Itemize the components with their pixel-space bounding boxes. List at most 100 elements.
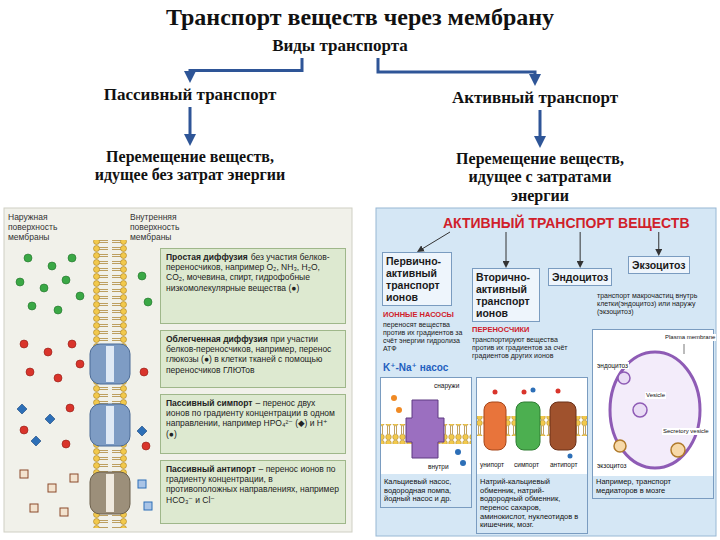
pump-picture [406, 400, 444, 458]
type-box: Первично-активный транспорт ионов [382, 252, 452, 306]
carrier-picture [531, 388, 536, 393]
carrier-picture [550, 402, 576, 450]
symport-ions [66, 404, 74, 412]
green-molecule [48, 262, 56, 270]
green-molecule [144, 298, 152, 306]
node-text: Перемещение веществ, идущее без затрат э… [92, 148, 288, 185]
node-text: Пассивный антипорт [166, 464, 256, 474]
annotation-label: экзоцитоз [596, 462, 628, 469]
antiport-ions [48, 484, 56, 492]
arrow-connector [190, 58, 302, 77]
pump-picture [381, 378, 471, 474]
pump-picture [455, 449, 461, 455]
pump-picture [391, 395, 397, 401]
annotation-label: снаружи [433, 382, 460, 389]
glucose-molecule [20, 340, 148, 382]
annotation-label: переносят вещества против их градиентов … [383, 321, 469, 353]
green-molecule [62, 276, 70, 284]
annotation-label: внутри [427, 463, 450, 470]
node-text: Виды транспорта [247, 36, 433, 56]
process-box: Простая диффузиябез участия белков-перен… [160, 248, 346, 324]
carrier-picture [516, 402, 540, 450]
annotation-label: антипорт [549, 461, 578, 468]
annotation-label: транспортируют вещества против их градие… [472, 336, 572, 360]
passive-panel [4, 208, 352, 532]
description-text: Перемещение веществ, идущее с затратами … [440, 148, 640, 207]
type-box: Экзоцитоз [628, 256, 690, 274]
category-heading: Активный транспорт [410, 86, 660, 110]
process-box: Пассивный симпорт– перенос двух ионов по… [160, 394, 346, 454]
type-box: Эндоцитоз [548, 268, 612, 286]
glucose-molecule [76, 360, 84, 368]
node-text: Пассивный симпорт [166, 398, 253, 408]
arrow-connector [658, 232, 659, 253]
carrier-protein [90, 344, 130, 514]
carrier-picture [556, 389, 561, 394]
carrier-protein [106, 346, 114, 382]
node-text: Эндоцитоз [552, 271, 608, 283]
symport-ions [17, 404, 147, 446]
category-heading: Пассивный транспорт [65, 83, 315, 107]
green-molecule [16, 254, 152, 314]
leader-line [684, 344, 685, 354]
glucose-molecule [44, 348, 52, 356]
type-box: Вторично-активный транспорт ионов [472, 268, 540, 322]
pump-picture [396, 407, 402, 413]
carrier-picture [568, 454, 573, 459]
active-panel [376, 208, 716, 536]
process-box: Облегченная диффузияпри участии белков-п… [160, 330, 346, 388]
carrier-picture [477, 378, 587, 474]
antiport-ions [144, 502, 152, 510]
annotation-label: транспорт макрочастиц внутрь клетки(эндо… [597, 292, 715, 316]
antiport-ions [138, 480, 146, 488]
annotation-label: Vesicle [645, 392, 666, 399]
green-molecule [24, 254, 32, 262]
arrow-connector [506, 232, 507, 265]
node-text: Например, транспорт медиаторов в мозге [596, 478, 710, 495]
antiport-ions [30, 504, 38, 512]
arrow-connector [539, 110, 542, 142]
green-molecule [76, 292, 84, 300]
active-panel [376, 208, 716, 536]
node-text: Перемещение веществ, идущее с затратами … [442, 150, 638, 205]
annotation-label: унипорт [479, 461, 505, 468]
antiport-ions [20, 470, 28, 478]
annotation-label: симпорт [513, 461, 540, 468]
carrier-picture [484, 402, 506, 450]
node-text: Активный транспорт [412, 88, 658, 108]
annotation-label: эндоцитоз [596, 362, 629, 369]
carrier-protein [106, 474, 114, 512]
node-text: АКТИВНЫЙ ТРАНСПОРТ ВЕЩЕСТВ [443, 215, 690, 231]
example-box: Натрий-кальциевый обменник, натрий-водор… [476, 377, 588, 534]
node-text: Первично-активный транспорт ионов [386, 255, 448, 303]
green-molecule [28, 302, 36, 310]
glucose-molecule [20, 340, 28, 348]
cell-picture [633, 403, 647, 417]
green-molecule [68, 254, 76, 262]
carrier-picture [477, 378, 587, 474]
carrier-protein [90, 344, 130, 384]
arrow-connector [580, 232, 581, 265]
annotation-label: K⁺-Na⁺ насос [383, 362, 448, 374]
carrier-picture [493, 390, 498, 395]
node-text: Облегченная диффузия [166, 334, 268, 344]
symport-ions [17, 404, 150, 450]
node-text: Экзоцитоз [632, 259, 686, 271]
carrier-picture [522, 390, 527, 395]
pump-picture [460, 460, 466, 466]
arrow-connector [189, 107, 192, 140]
green-molecule [40, 284, 48, 292]
process-box: Пассивный антипорт– перенос ионов по гра… [160, 460, 346, 524]
node-text: Простая диффузия [166, 252, 248, 262]
annotation-label: Secretory vesicle [662, 428, 710, 435]
antiport-ions [70, 474, 78, 482]
node-text: Вторично-активный транспорт ионов [476, 271, 536, 319]
page-title: Транспорт веществ через мембрану [0, 4, 720, 31]
cell-picture [614, 440, 626, 452]
example-box: Кальциевый насос, водородная помпа, йодн… [380, 377, 472, 508]
node-text: Натрий-кальциевый обменник, натрий-водор… [480, 478, 584, 530]
green-molecule [138, 272, 146, 280]
antiport-ions [60, 508, 68, 516]
arrow-connector [378, 58, 535, 80]
